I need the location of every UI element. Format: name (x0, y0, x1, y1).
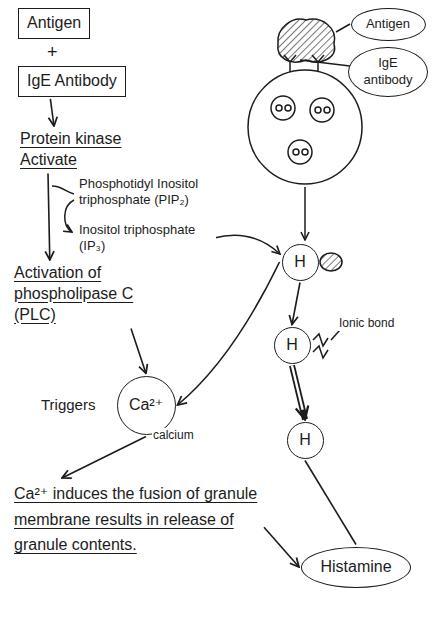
flow-arrow (50, 99, 54, 126)
boxed-term: IgE Antibody (18, 66, 126, 97)
antigen-blob (278, 19, 335, 62)
histamine-circle: H (287, 422, 324, 459)
plus-sign: + (46, 41, 59, 64)
process-step: Activation of phospholipase C (PLC) (12, 262, 152, 326)
leader-line (336, 24, 350, 32)
node-text: Protein kinase Activate (20, 129, 136, 171)
side-note: Phosphotidyl Inositol triphosphate (PIP₂… (78, 176, 230, 209)
histamine-circle: H (274, 327, 311, 364)
bound-antigen (320, 253, 342, 271)
node-text: Antigen (27, 13, 81, 34)
double-arrow-gap (292, 366, 303, 410)
side-note: Inositol triphosphate (IP₃) (78, 222, 216, 255)
callout-oval: Antigen (351, 8, 426, 41)
node-text: H (299, 430, 311, 451)
ionic-bond-break (313, 334, 328, 358)
flow-arrow (264, 527, 299, 567)
mast-cell (248, 70, 362, 184)
arrow (304, 187, 306, 240)
leader-line (331, 330, 340, 340)
node-text: IgE Antibody (27, 71, 117, 92)
node-text: Ca²⁺ (129, 395, 163, 416)
flow-arrow (131, 328, 146, 373)
bracket (65, 200, 74, 232)
node-text: Histamine (320, 557, 391, 578)
bracket (52, 186, 74, 194)
node-text: Activation of phospholipase C (PLC) (14, 263, 150, 325)
callout-label: Ionic bond (338, 316, 395, 331)
boxed-term: Antigen (18, 8, 90, 39)
leader-line (300, 60, 350, 66)
result-oval: Histamine (301, 547, 411, 588)
node-text: H (286, 335, 298, 356)
flow-arrow (178, 262, 280, 405)
node-text: H (294, 252, 306, 273)
ion-circle: Ca²⁺ (117, 376, 176, 435)
process-step: Protein kinase Activate (18, 128, 138, 172)
note: calcium (152, 428, 195, 443)
flow-arrow (48, 174, 50, 260)
node-text: antibody (363, 72, 412, 89)
flow-arrow (305, 461, 356, 545)
flow-arrow (62, 437, 146, 479)
node-text: IgE (378, 55, 398, 72)
callout-oval: IgEantibody (348, 47, 428, 97)
histamine-circle: H (282, 244, 319, 281)
node-text: Ca²⁺ induces the fusion of granule membr… (14, 481, 260, 558)
step-word: Triggers (40, 396, 96, 415)
node-text: Antigen (366, 16, 410, 33)
double-arrow (292, 366, 305, 420)
curved-arrow (214, 235, 280, 254)
process-step: Ca²⁺ induces the fusion of granule membr… (12, 480, 262, 559)
flow-arrow (292, 283, 300, 325)
granules (271, 96, 334, 164)
